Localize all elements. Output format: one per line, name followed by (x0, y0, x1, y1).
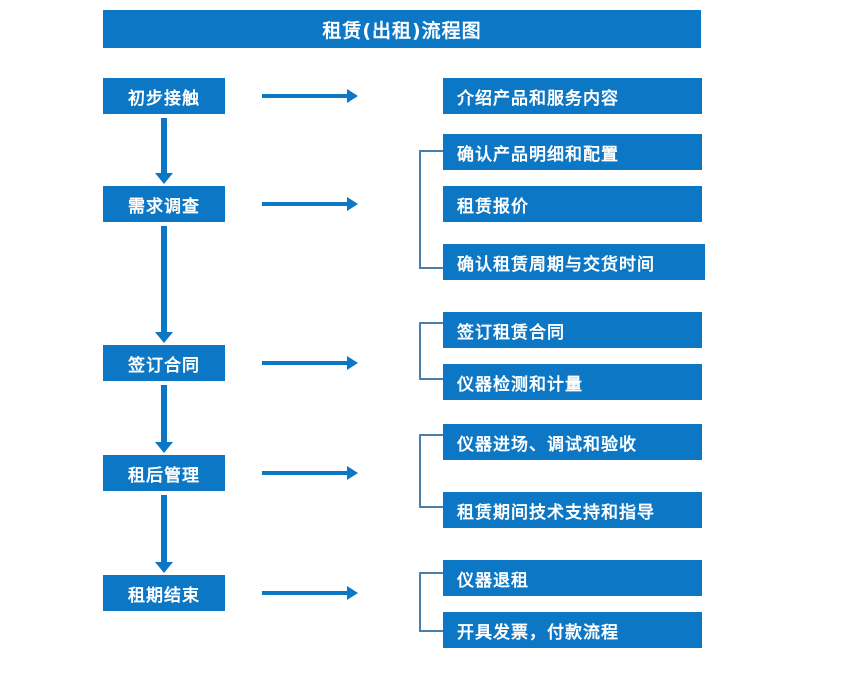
vertical-arrow-contract-to-management (155, 385, 173, 453)
detail-box-invoice-payment[interactable]: 开具发票，付款流程 (443, 612, 702, 648)
horizontal-arrow-post-rental-management (262, 466, 358, 480)
detail-box-introduce-products[interactable]: 介绍产品和服务内容 (443, 78, 702, 114)
stage-box-lease-end[interactable]: 租期结束 (103, 575, 225, 611)
stage-box-post-rental-management[interactable]: 租后管理 (103, 455, 225, 491)
detail-box-sign-lease-agreement[interactable]: 签订租赁合同 (443, 312, 702, 348)
detail-box-confirm-lease-period[interactable]: 确认租赁周期与交货时间 (443, 244, 705, 280)
group-bracket-lease-end (419, 572, 445, 632)
vertical-arrow-management-to-end (155, 495, 173, 573)
detail-box-technical-support[interactable]: 租赁期间技术支持和指导 (443, 492, 702, 528)
group-bracket-needs-survey (419, 150, 445, 269)
vertical-arrow-initial-to-survey (155, 118, 173, 184)
horizontal-arrow-initial-contact (262, 89, 358, 103)
horizontal-arrow-needs-survey (262, 197, 358, 211)
detail-box-instrument-delivery-commissioning[interactable]: 仪器进场、调试和验收 (443, 424, 702, 460)
horizontal-arrow-sign-contract (262, 356, 358, 370)
group-bracket-post-rental-management (419, 434, 445, 508)
detail-box-rental-quotation[interactable]: 租赁报价 (443, 186, 702, 222)
stage-box-initial-contact[interactable]: 初步接触 (103, 78, 225, 114)
group-bracket-sign-contract (419, 322, 445, 380)
diagram-title: 租赁(出租)流程图 (103, 10, 701, 48)
detail-box-instrument-inspection[interactable]: 仪器检测和计量 (443, 364, 702, 400)
horizontal-arrow-lease-end (262, 586, 358, 600)
stage-box-sign-contract[interactable]: 签订合同 (103, 345, 225, 381)
detail-box-confirm-product-details[interactable]: 确认产品明细和配置 (443, 134, 702, 170)
detail-box-instrument-return[interactable]: 仪器退租 (443, 560, 702, 596)
stage-box-needs-survey[interactable]: 需求调查 (103, 186, 225, 222)
vertical-arrow-survey-to-contract (155, 226, 173, 343)
